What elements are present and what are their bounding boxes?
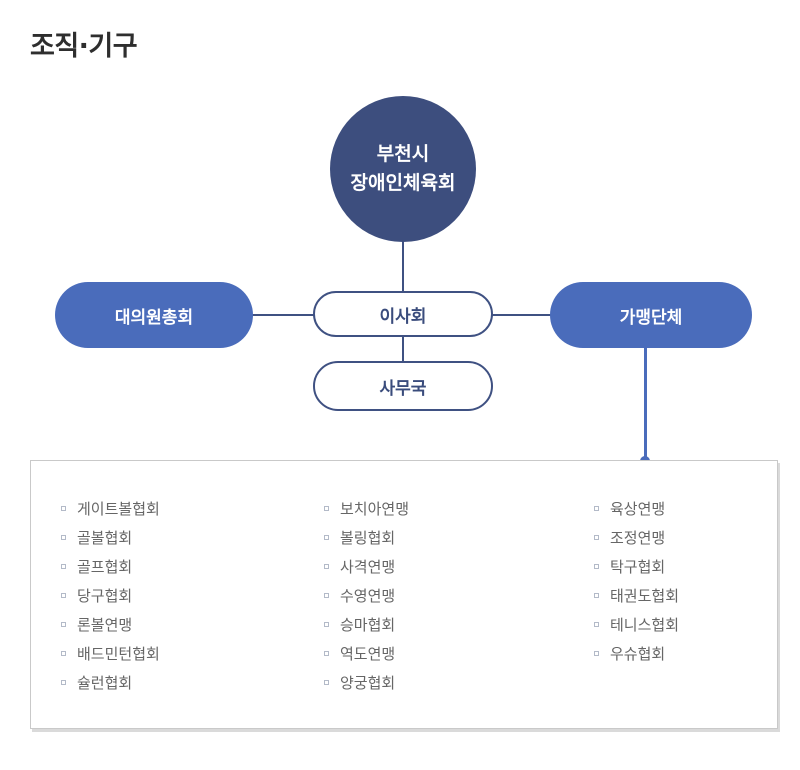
org-root-label-line2: 장애인체육회 xyxy=(350,172,456,194)
square-bullet-icon xyxy=(324,564,329,569)
node-assembly: 대의원총회 xyxy=(55,282,253,348)
affiliate-item-label: 수영연맹 xyxy=(340,587,396,605)
affiliate-item: 슐런협회 xyxy=(61,674,160,692)
affiliate-item: 골볼협회 xyxy=(61,529,160,547)
square-bullet-icon xyxy=(324,651,329,656)
affiliate-item: 역도연맹 xyxy=(324,645,409,663)
square-bullet-icon xyxy=(594,651,599,656)
affiliate-item: 보치아연맹 xyxy=(324,500,410,518)
org-root-label: 부천시 장애인체육회 xyxy=(351,140,456,198)
square-bullet-icon xyxy=(61,622,66,627)
page-title: 조직·기구 xyxy=(30,31,138,62)
square-bullet-icon xyxy=(324,535,329,540)
square-bullet-icon xyxy=(594,593,599,598)
affiliate-item: 태권도협회 xyxy=(594,587,680,605)
node-affiliates: 가맹단체 xyxy=(550,282,752,348)
affiliate-item-label: 테니스협회 xyxy=(610,616,680,634)
connector-board-to-secretariat xyxy=(402,336,404,362)
affiliate-item-label: 양궁협회 xyxy=(340,674,396,692)
square-bullet-icon xyxy=(594,506,599,511)
node-board: 이사회 xyxy=(313,291,493,337)
affiliate-item-label: 보치아연맹 xyxy=(340,500,410,518)
connector-affiliates-to-list xyxy=(644,347,647,461)
square-bullet-icon xyxy=(594,535,599,540)
square-bullet-icon xyxy=(594,564,599,569)
connector-assembly-to-board xyxy=(252,314,314,316)
affiliate-item: 당구협회 xyxy=(61,587,160,605)
node-board-label: 이사회 xyxy=(379,306,427,327)
affiliate-item: 승마협회 xyxy=(324,616,409,634)
square-bullet-icon xyxy=(61,593,66,598)
square-bullet-icon xyxy=(61,535,66,540)
node-secretariat: 사무국 xyxy=(313,361,493,411)
affiliate-item: 탁구협회 xyxy=(594,558,679,576)
node-secretariat-label: 사무국 xyxy=(379,378,427,399)
square-bullet-icon xyxy=(324,506,329,511)
affiliate-item: 게이트볼협회 xyxy=(61,500,160,518)
affiliate-item-label: 조정연맹 xyxy=(610,529,666,547)
affiliate-item-label: 골볼협회 xyxy=(77,529,133,547)
affiliate-item-label: 게이트볼협회 xyxy=(77,500,160,518)
square-bullet-icon xyxy=(594,622,599,627)
connector-board-to-affiliates xyxy=(492,314,551,316)
affiliate-item-label: 배드민턴협회 xyxy=(77,645,160,663)
affiliate-item: 육상연맹 xyxy=(594,500,679,518)
affiliate-item-label: 당구협회 xyxy=(77,587,133,605)
affiliate-item: 배드민턴협회 xyxy=(61,645,160,663)
square-bullet-icon xyxy=(61,680,66,685)
affiliate-item-label: 론볼연맹 xyxy=(77,616,133,634)
square-bullet-icon xyxy=(61,651,66,656)
affiliate-item-label: 골프협회 xyxy=(77,558,133,576)
affiliate-item: 테니스협회 xyxy=(594,616,680,634)
affiliate-item-label: 우슈협회 xyxy=(610,645,666,663)
affiliate-item-label: 슐런협회 xyxy=(77,674,133,692)
square-bullet-icon xyxy=(324,593,329,598)
affiliate-item: 사격연맹 xyxy=(324,558,409,576)
node-affiliates-label: 가맹단체 xyxy=(619,307,683,328)
connector-root-to-board xyxy=(402,241,404,292)
affiliate-item-label: 태권도협회 xyxy=(610,587,680,605)
affiliate-item-label: 볼링협회 xyxy=(340,529,396,547)
square-bullet-icon xyxy=(324,622,329,627)
square-bullet-icon xyxy=(61,564,66,569)
affiliate-item: 우슈협회 xyxy=(594,645,679,663)
affiliate-item: 수영연맹 xyxy=(324,587,409,605)
affiliate-item: 골프협회 xyxy=(61,558,160,576)
node-assembly-label: 대의원총회 xyxy=(114,307,194,328)
affiliate-item-label: 탁구협회 xyxy=(610,558,666,576)
affiliate-item: 조정연맹 xyxy=(594,529,679,547)
affiliate-item-label: 육상연맹 xyxy=(610,500,666,518)
square-bullet-icon xyxy=(61,506,66,511)
affiliate-item-label: 승마협회 xyxy=(340,616,396,634)
affiliate-item-label: 역도연맹 xyxy=(340,645,396,663)
affiliate-item: 볼링협회 xyxy=(324,529,409,547)
org-root-node: 부천시 장애인체육회 xyxy=(330,96,476,242)
affiliate-item: 양궁협회 xyxy=(324,674,409,692)
affiliate-item: 론볼연맹 xyxy=(61,616,160,634)
affiliate-item-label: 사격연맹 xyxy=(340,558,396,576)
org-root-label-line1: 부천시 xyxy=(376,143,430,165)
square-bullet-icon xyxy=(324,680,329,685)
